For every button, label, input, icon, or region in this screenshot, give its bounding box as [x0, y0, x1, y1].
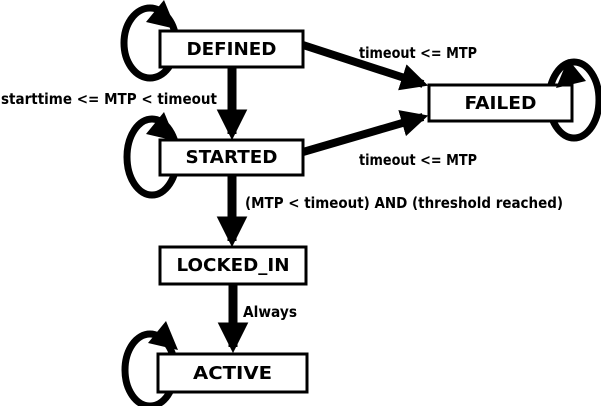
transition-label-started-lockedin: (MTP < timeout) AND (threshold reached): [245, 194, 563, 212]
transition-label-defined-failed: timeout <= MTP: [359, 44, 477, 62]
transition-arrow-started-failed: [301, 110, 429, 156]
state-defined-label: DEFINED: [187, 39, 277, 60]
transition-label-lockedin-active: Always: [243, 303, 297, 321]
state-active-box: [156, 352, 309, 394]
state-started: STARTED: [158, 138, 305, 177]
state-active: ACTIVE: [156, 352, 309, 394]
state-failed-label: FAILED: [465, 93, 537, 114]
self-loop-arrowhead-active-icon: [148, 321, 178, 350]
state-locked-in: LOCKED_IN: [158, 245, 308, 286]
transition-arrow-defined-failed: [301, 41, 429, 91]
transition-label-defined-started: starttime <= MTP < timeout: [1, 90, 217, 108]
state-started-label: STARTED: [186, 147, 278, 168]
self-loop-arrowhead-failed-icon: [556, 59, 586, 88]
state-locked-in-label: LOCKED_IN: [177, 255, 290, 276]
self-loop-arrowhead-started-icon: [146, 112, 176, 141]
state-active-label: ACTIVE: [193, 363, 272, 384]
self-loop-arrowhead-defined-icon: [146, 0, 176, 29]
state-failed-box: [427, 83, 574, 123]
state-defined: DEFINED: [158, 29, 305, 69]
state-started-box: [158, 138, 305, 177]
transition-label-started-failed: timeout <= MTP: [359, 151, 477, 169]
state-defined-box: [158, 29, 305, 69]
state-locked-in-box: [158, 245, 308, 286]
state-failed: FAILED: [427, 83, 574, 123]
